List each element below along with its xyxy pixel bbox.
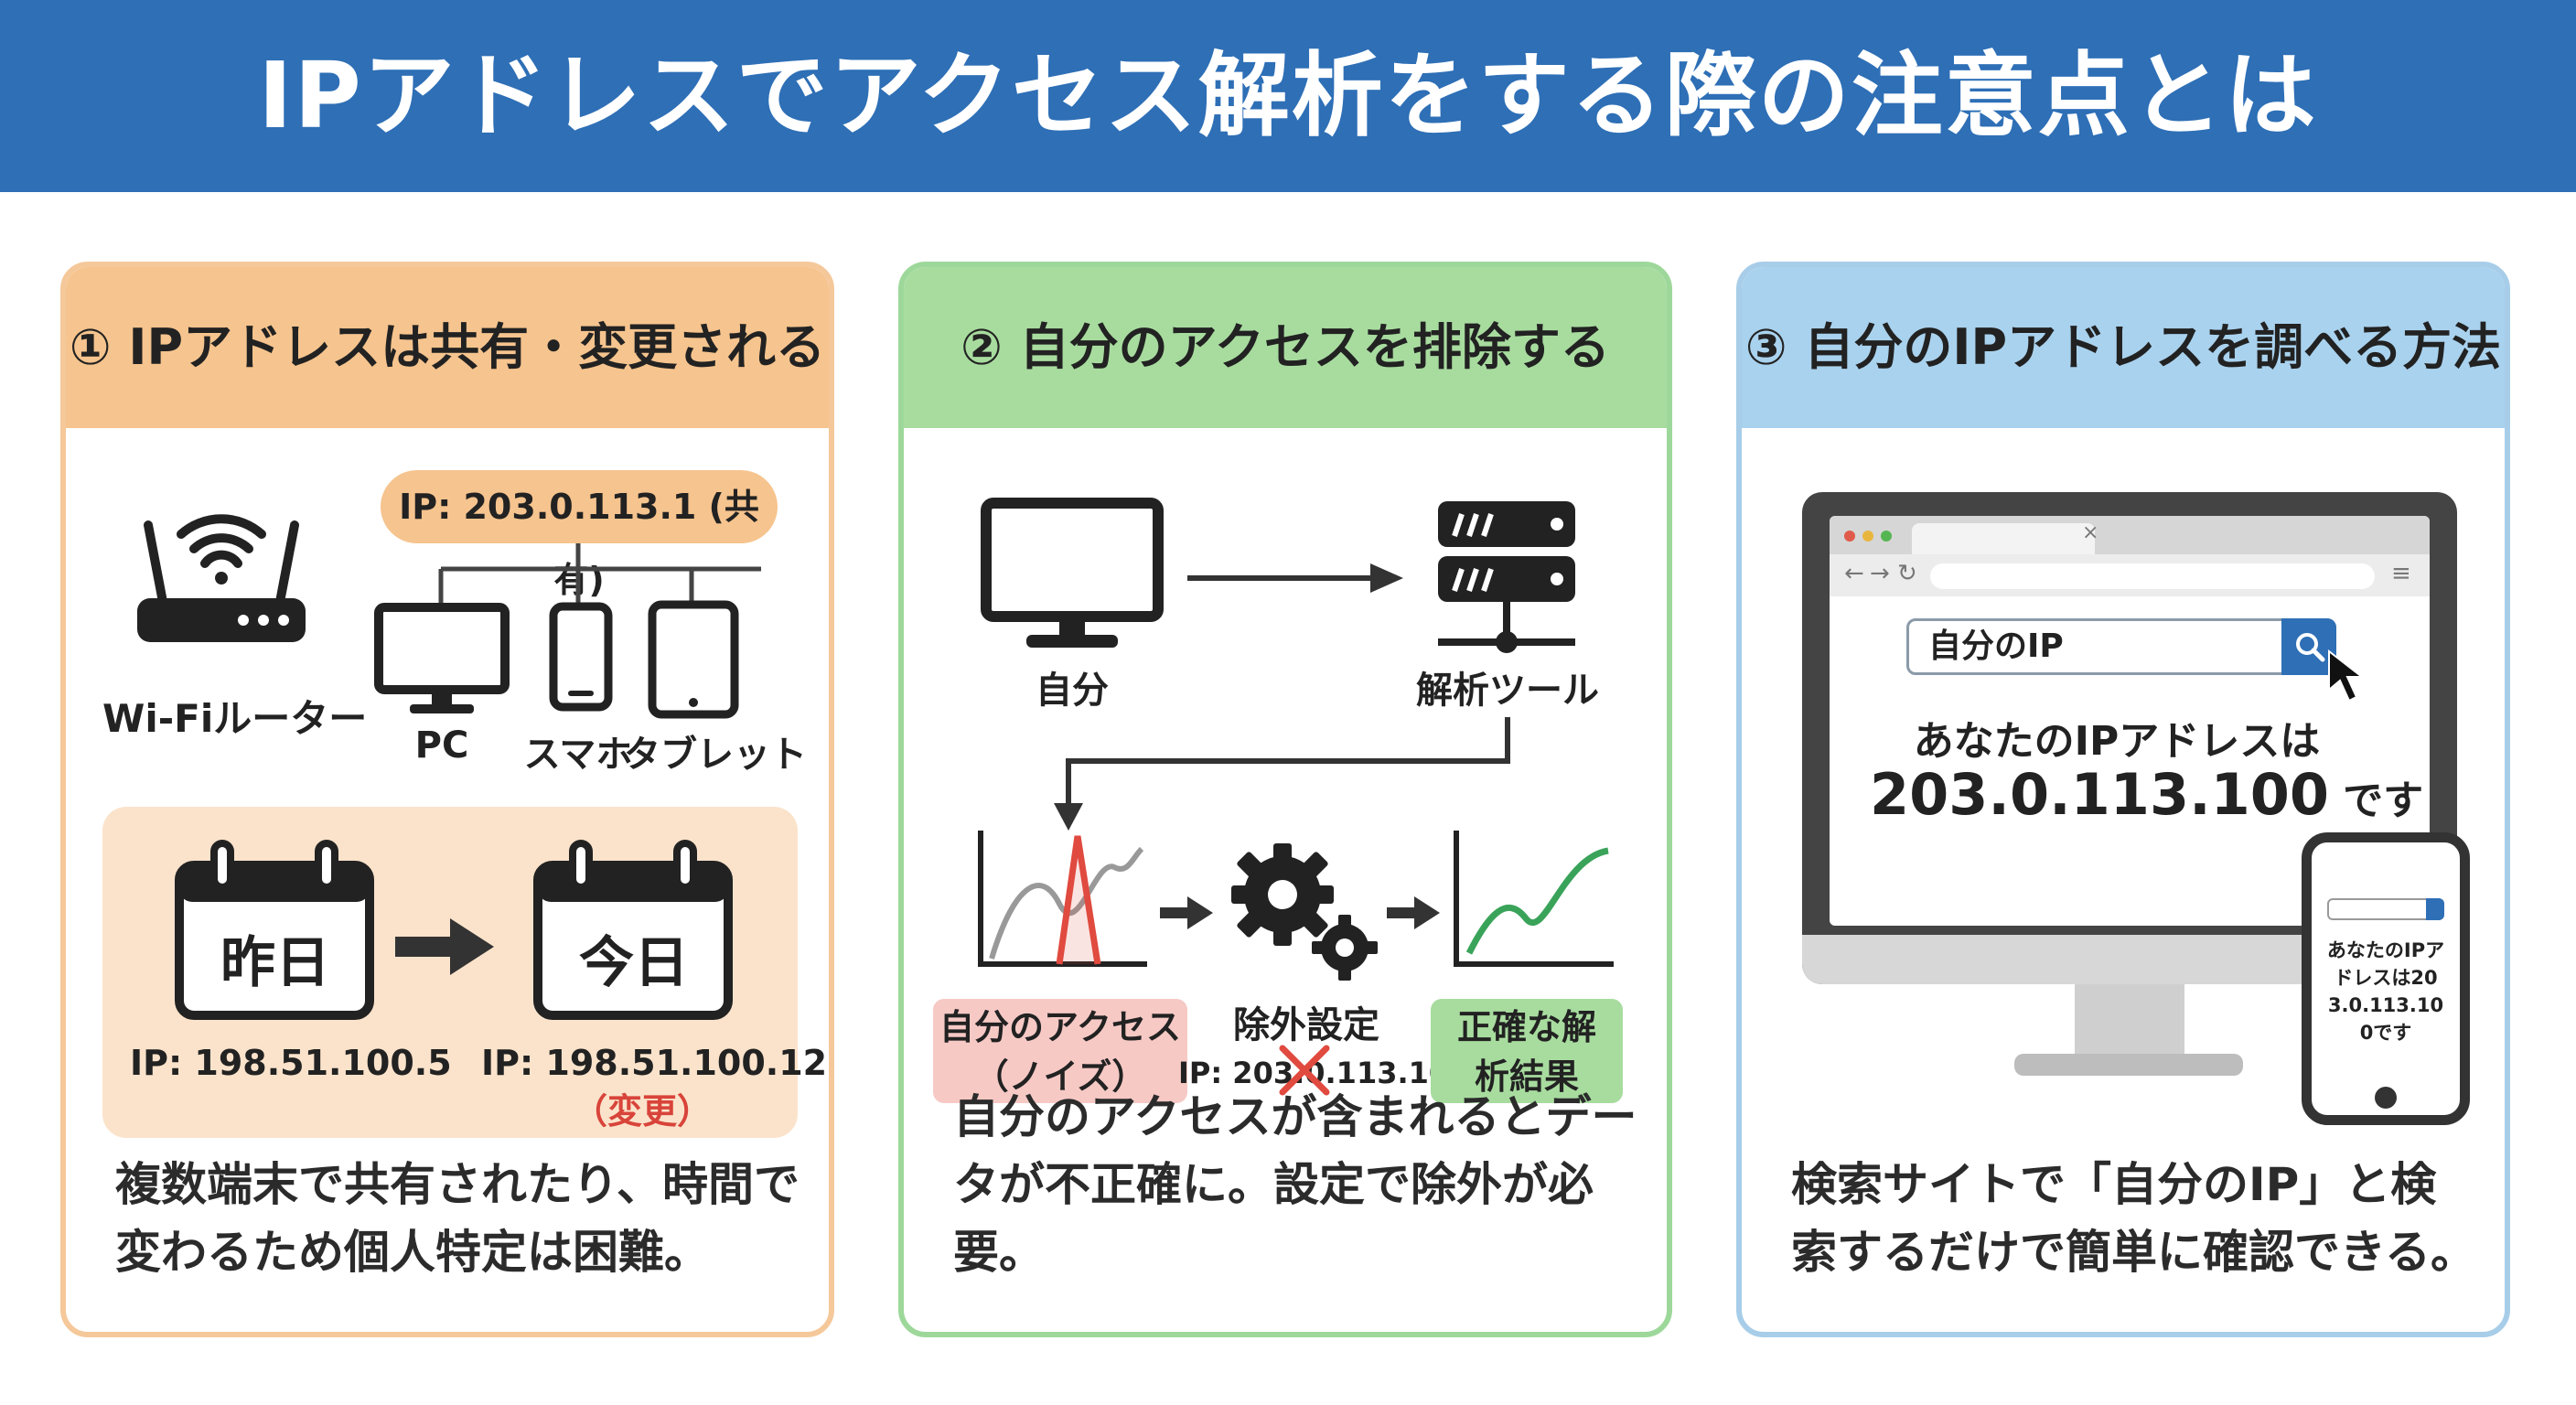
panel-header: ② 自分のアクセスを排除する	[904, 267, 1667, 428]
arrow-right-icon	[1160, 896, 1213, 929]
phone-result-text: あなたのIPアドレスは203.0.113.100です	[2326, 939, 2445, 1044]
result-suffix: です	[2343, 778, 2424, 824]
calendar-yesterday-label: 昨日	[220, 931, 330, 995]
arrow-right-icon	[395, 918, 494, 975]
tablet-icon	[648, 600, 739, 719]
panel-check-own-ip: ③ 自分のIPアドレスを調べる方法 × ← → ↻ ≡ 自分のIP あなたのIP…	[1736, 262, 2510, 1337]
cursor-icon	[2328, 649, 2365, 702]
monitor-base	[2014, 1054, 2243, 1076]
panel-exclude-own-access: ② 自分のアクセスを排除する 自分 解析ツール 自分のアク	[898, 262, 1672, 1337]
pc-icon	[374, 603, 510, 713]
calendar-today-label: 今日	[579, 931, 689, 995]
calendar-icon	[175, 840, 374, 1020]
close-tab-icon[interactable]: ×	[2082, 521, 2099, 544]
router-label: Wi-Fiルーター	[102, 696, 368, 741]
gear-icon	[1231, 843, 1378, 981]
window-dot-red[interactable]	[1844, 531, 1855, 542]
result-line1: あなたのIPアドレスは	[1913, 718, 2321, 765]
noise-label: 自分のアクセス（ノイズ）	[933, 999, 1187, 1103]
chart-icon	[978, 831, 1147, 967]
page-title: IPアドレスでアクセス解析をする際の注意点とは	[258, 42, 2318, 149]
excluded-ip: IP: 203.0.113.100	[1178, 1056, 1470, 1090]
monitor-icon	[981, 498, 1164, 648]
self-label: 自分	[1036, 670, 1109, 712]
browser-tab[interactable]	[1912, 523, 2095, 554]
panel-description: 自分のアクセスが含まれるとデータが不正確に。設定で除外が必要。	[953, 1090, 1637, 1279]
phone-home-button[interactable]	[2375, 1087, 2397, 1109]
calendar-icon	[533, 840, 733, 1020]
panel-description: 複数端末で共有されたり、時間で変わるため個人特定は困難。	[115, 1158, 800, 1279]
device-label-tablet: タブレット	[624, 734, 807, 776]
network-lines	[438, 543, 761, 606]
menu-icon[interactable]: ≡	[2391, 560, 2411, 587]
exclude-setting-label: 除外設定	[1233, 1004, 1379, 1046]
flow-arrow	[1054, 717, 1510, 831]
panel-header: ① IPアドレスは共有・変更される	[66, 267, 829, 428]
arrow-right-icon	[1187, 563, 1403, 593]
panel-header: ③ 自分のIPアドレスを調べる方法	[1742, 267, 2505, 428]
device-label-pc: PC	[414, 724, 469, 767]
search-box	[1906, 618, 2336, 675]
smartphone	[2302, 832, 2470, 1125]
search-button[interactable]	[2281, 618, 2336, 675]
x-mark-icon	[1279, 1045, 1330, 1096]
search-input[interactable]: 自分のIP	[1928, 627, 2064, 665]
result-ip-line: 203.0.113.100 です	[1870, 761, 2423, 828]
search-icon	[2296, 633, 2325, 662]
panel-description: 検索サイトで「自分のIP」と検索するだけで簡単に確認できる。	[1791, 1158, 2476, 1279]
today-ip: IP: 198.51.100.12	[481, 1043, 828, 1083]
yesterday-ip: IP: 198.51.100.5	[130, 1043, 452, 1083]
smartphone-icon	[549, 602, 613, 712]
nav-forward-icon[interactable]: →	[1870, 560, 1890, 587]
wifi-router-icon	[137, 514, 306, 642]
chart-icon	[1454, 831, 1614, 967]
window-dot-yellow[interactable]	[1862, 531, 1873, 542]
phone-search-button[interactable]	[2426, 898, 2444, 920]
result-ip: 203.0.113.100	[1870, 761, 2330, 828]
arrow-right-icon	[1387, 896, 1440, 929]
title-banner: IPアドレスでアクセス解析をする際の注意点とは	[0, 0, 2576, 192]
reload-icon[interactable]: ↻	[1897, 560, 1917, 587]
address-bar[interactable]	[1930, 563, 2375, 589]
window-dot-green[interactable]	[1881, 531, 1892, 542]
panel-ip-shared-changed: ① IPアドレスは共有・変更される IP: 203.0.113.1 (共有) W…	[60, 262, 834, 1337]
accurate-result-label: 正確な解析結果	[1431, 999, 1623, 1103]
today-ip-changed-note: （変更）	[572, 1091, 712, 1132]
phone-search-bar[interactable]	[2327, 898, 2444, 920]
analytics-tool-label: 解析ツール	[1416, 670, 1599, 712]
server-icon	[1438, 501, 1575, 653]
monitor-stand	[2075, 984, 2184, 1057]
nav-back-icon[interactable]: ←	[1844, 560, 1864, 587]
device-label-smartphone: スマホ	[523, 734, 633, 776]
